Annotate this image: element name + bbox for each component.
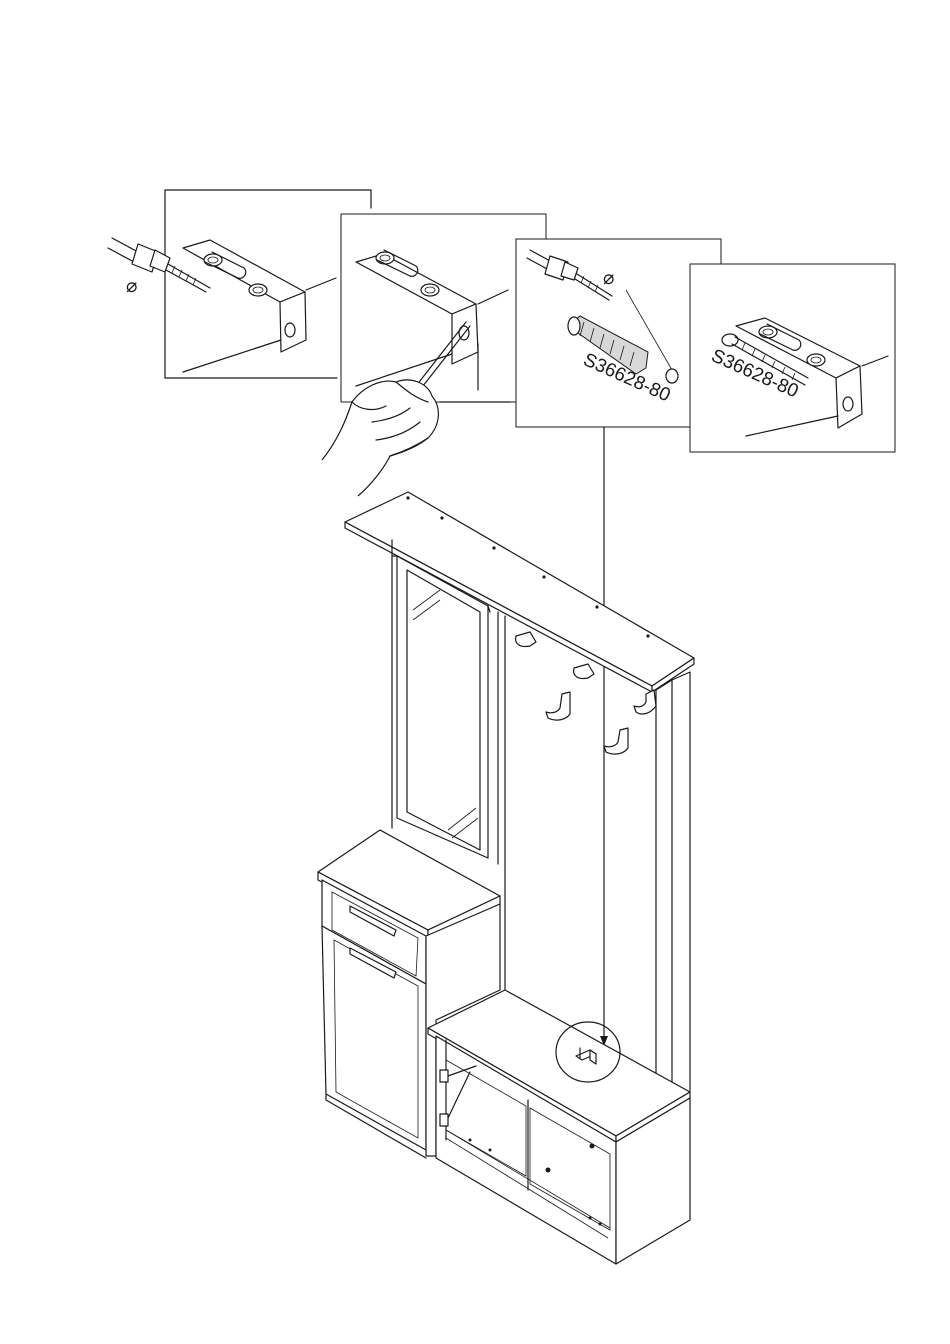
panel-step-4: S36628-80 (690, 264, 895, 452)
hole-icon (666, 369, 678, 383)
mirror (407, 570, 480, 850)
bracket-icon (183, 240, 336, 372)
panel-step-2 (341, 214, 546, 402)
panel-step-1: ⌀ (108, 190, 371, 378)
hall-furniture (318, 492, 694, 1264)
diameter-symbol: ⌀ (603, 268, 614, 289)
diameter-symbol: ⌀ (126, 276, 137, 297)
